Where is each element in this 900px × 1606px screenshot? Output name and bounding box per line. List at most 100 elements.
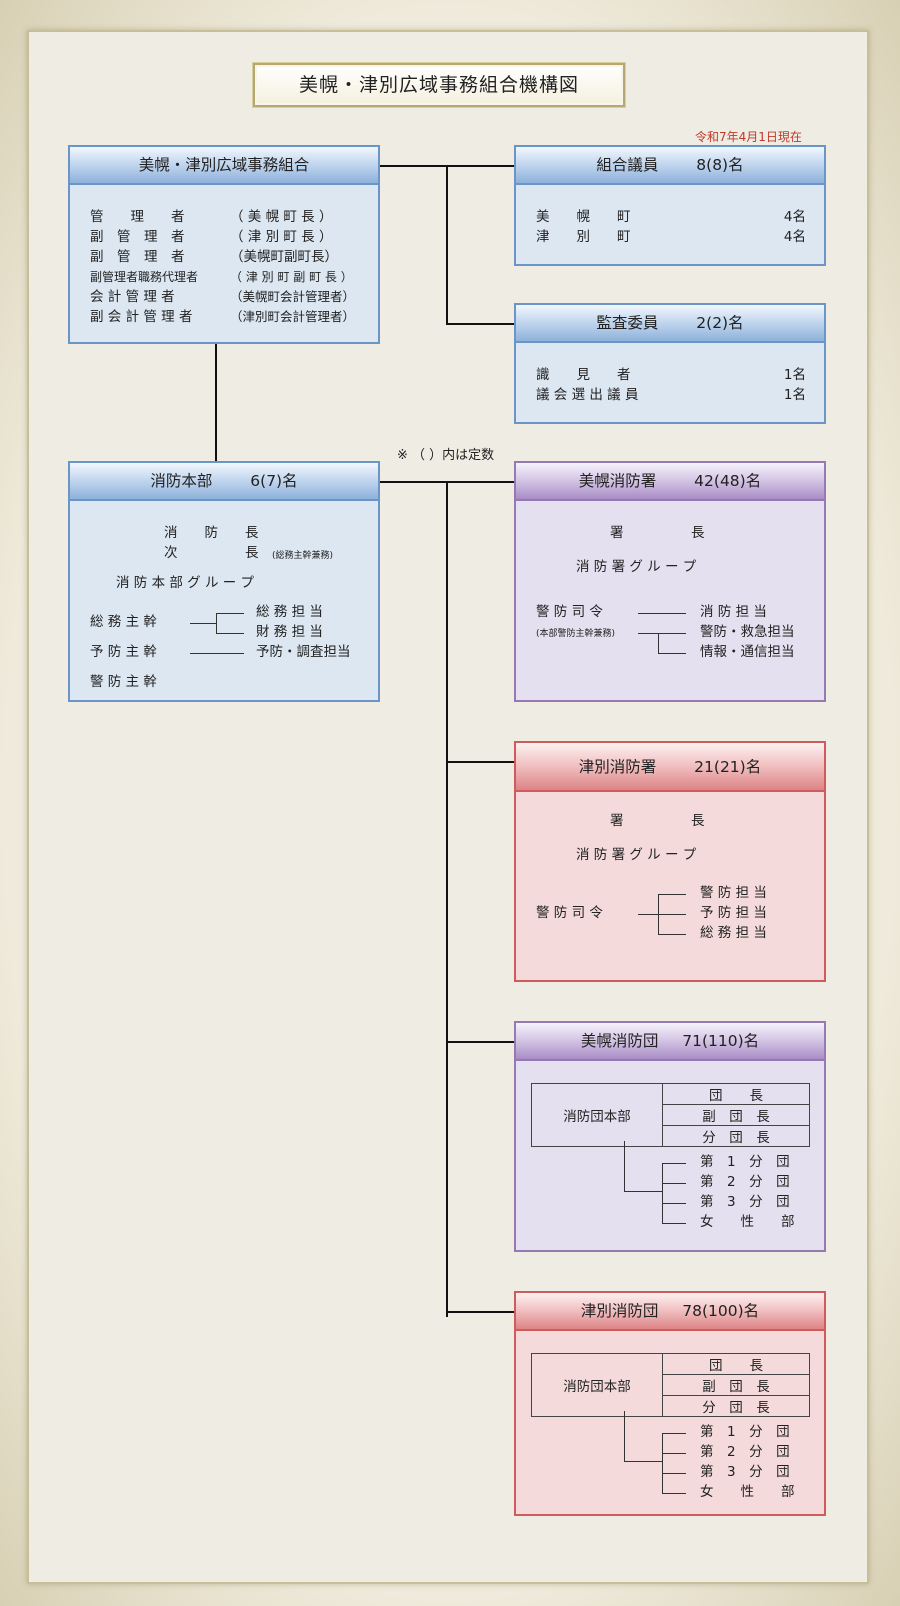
tsubetsu-brigade-hq-table: 消防団本部 団 長 副 団 長 分 団 長 xyxy=(531,1353,810,1417)
tsubetsu-brigade-header-name: 津別消防団 xyxy=(580,1302,659,1320)
bihoro-station-sub-1: 消 防 担 当 xyxy=(700,604,767,620)
bihoro-station-chief: 署 長 xyxy=(610,525,705,541)
bihoro-brigade-division-2: 第 2 分 団 xyxy=(700,1174,790,1190)
tsubetsu-brigade-box: 津別消防団 78(100)名 消防団本部 団 長 副 団 長 分 団 長 第 1… xyxy=(514,1291,826,1516)
connector-audit xyxy=(446,323,514,325)
union-role-1: 管 理 者 xyxy=(90,209,185,225)
union-header: 美幌・津別広域事務組合 xyxy=(70,147,378,185)
audit-header-name: 監査委員 xyxy=(596,314,659,332)
audit-row-2-name: 議 会 選 出 議 員 xyxy=(536,387,639,403)
union-who-5: （美幌町会計管理者） xyxy=(230,289,356,304)
council-box: 組合議員 8(8)名 美 幌 町 4名 津 別 町 4名 xyxy=(514,145,826,266)
audit-header: 監査委員 2(2)名 xyxy=(516,305,824,343)
tsubetsu-station-sub-3: 総 務 担 当 xyxy=(700,925,767,941)
fire-hq-header-name: 消防本部 xyxy=(150,472,213,490)
tsubetsu-station-group: 消 防 署 グ ル ー プ xyxy=(576,847,697,863)
bihoro-brigade-header-name: 美幌消防団 xyxy=(580,1032,659,1050)
fire-hq-soumu-sub-2: 財 務 担 当 xyxy=(256,624,323,640)
bihoro-station-header-count: 42(48)名 xyxy=(694,472,762,490)
union-role-6: 副 会 計 管 理 者 xyxy=(90,309,193,325)
audit-row-1-name: 識 見 者 xyxy=(536,367,631,383)
fire-hq-soumu: 総 務 主 幹 xyxy=(90,614,157,630)
bihoro-station-header-name: 美幌消防署 xyxy=(578,472,657,490)
council-row-1-count: 4名 xyxy=(783,209,806,225)
bihoro-brigade-header-count: 71(110)名 xyxy=(682,1032,760,1050)
bihoro-brigade-box: 美幌消防団 71(110)名 消防団本部 団 長 副 団 長 分 団 長 第 1… xyxy=(514,1021,826,1252)
union-role-4: 副管理者職務代理者 xyxy=(90,270,199,284)
bihoro-station-sub-3: 情報・通信担当 xyxy=(700,644,795,660)
bihoro-station-commander-note: (本部警防主幹兼務) xyxy=(536,629,616,639)
bihoro-brigade-hq-label: 消防団本部 xyxy=(531,1083,663,1147)
tsubetsu-station-header-count: 21(21)名 xyxy=(694,758,762,776)
connector-bihoro-brigade xyxy=(446,1041,514,1043)
tsubetsu-station-box: 津別消防署 21(21)名 署 長 消 防 署 グ ル ー プ 警 防 司 令 … xyxy=(514,741,826,982)
fire-hq-header-count: 6(7)名 xyxy=(250,472,298,490)
bihoro-brigade-hq-role-2: 副 団 長 xyxy=(662,1104,810,1126)
bihoro-station-header: 美幌消防署 42(48)名 xyxy=(516,463,824,501)
fire-hq-header: 消防本部 6(7)名 xyxy=(70,463,378,501)
union-role-2: 副 管 理 者 xyxy=(90,229,185,245)
fire-hq-deputy: 次 長 xyxy=(164,545,259,561)
audit-row-2-count: 1名 xyxy=(783,387,806,403)
bihoro-station-box: 美幌消防署 42(48)名 署 長 消 防 署 グ ル ー プ 警 防 司 令 … xyxy=(514,461,826,702)
bihoro-station-sub-2: 警防・救急担当 xyxy=(700,624,795,640)
page-title: 美幌・津別広域事務組合機構図 xyxy=(253,63,625,107)
bihoro-brigade-division-4: 女 性 部 xyxy=(700,1214,795,1230)
tsubetsu-station-sub-2: 予 防 担 当 xyxy=(700,905,767,921)
bihoro-brigade-division-3: 第 3 分 団 xyxy=(700,1194,790,1210)
bihoro-station-commander: 警 防 司 令 xyxy=(536,604,603,620)
council-row-2-name: 津 別 町 xyxy=(536,229,631,245)
council-row-2-count: 4名 xyxy=(783,229,806,245)
fire-hq-yobou: 予 防 主 幹 xyxy=(90,644,157,660)
fire-hq-yobou-sub: 予防・調査担当 xyxy=(256,644,351,660)
quota-note: ※ （ ）内は定数 xyxy=(397,448,495,463)
audit-header-count: 2(2)名 xyxy=(696,314,744,332)
bihoro-brigade-division-1: 第 1 分 団 xyxy=(700,1154,790,1170)
tsubetsu-brigade-hq-role-1: 団 長 xyxy=(662,1353,810,1375)
tsubetsu-brigade-division-2: 第 2 分 団 xyxy=(700,1444,790,1460)
connector-tsubetsu-brigade xyxy=(446,1311,514,1313)
union-box: 美幌・津別広域事務組合 管 理 者 （ 美 幌 町 長 ） 副 管 理 者 （ … xyxy=(68,145,380,344)
tsubetsu-station-header: 津別消防署 21(21)名 xyxy=(516,743,824,792)
tsubetsu-brigade-header-count: 78(100)名 xyxy=(682,1302,760,1320)
union-who-2: （ 津 別 町 長 ） xyxy=(230,229,333,245)
fire-hq-deputy-note: (総務主幹兼務) xyxy=(272,551,334,561)
audit-row-1-count: 1名 xyxy=(783,367,806,383)
tsubetsu-brigade-hq-role-3: 分 団 長 xyxy=(662,1395,810,1417)
bihoro-brigade-hq-table: 消防団本部 団 長 副 団 長 分 団 長 xyxy=(531,1083,810,1147)
connector-union-hq xyxy=(215,343,217,463)
union-who-1: （ 美 幌 町 長 ） xyxy=(230,209,333,225)
bihoro-station-group: 消 防 署 グ ル ー プ xyxy=(576,559,697,575)
fire-hq-soumu-sub-1: 総 務 担 当 xyxy=(256,604,323,620)
tsubetsu-station-commander: 警 防 司 令 xyxy=(536,905,603,921)
bihoro-brigade-hq-role-3: 分 団 長 xyxy=(662,1125,810,1147)
fire-hq-keibou: 警 防 主 幹 xyxy=(90,674,157,690)
bihoro-brigade-hq-role-1: 団 長 xyxy=(662,1083,810,1105)
tsubetsu-brigade-division-1: 第 1 分 団 xyxy=(700,1424,790,1440)
tsubetsu-brigade-hq-label: 消防団本部 xyxy=(531,1353,663,1417)
tsubetsu-station-chief: 署 長 xyxy=(610,813,705,829)
union-who-4: （ 津 別 町 副 町 長 ） xyxy=(230,270,353,284)
tsubetsu-brigade-hq-role-2: 副 団 長 xyxy=(662,1374,810,1396)
tsubetsu-brigade-division-3: 第 3 分 団 xyxy=(700,1464,790,1480)
tsubetsu-brigade-header: 津別消防団 78(100)名 xyxy=(516,1293,824,1331)
tsubetsu-station-header-name: 津別消防署 xyxy=(578,758,657,776)
as-of-date: 令和7年4月1日現在 xyxy=(695,130,802,144)
council-header: 組合議員 8(8)名 xyxy=(516,147,824,185)
connector-hq-vertical xyxy=(446,481,448,1317)
connector-union-vertical xyxy=(446,165,448,325)
tsubetsu-station-sub-1: 警 防 担 当 xyxy=(700,885,767,901)
union-who-6: （津別町会計管理者） xyxy=(230,309,356,324)
tsubetsu-brigade-division-4: 女 性 部 xyxy=(700,1484,795,1500)
audit-box: 監査委員 2(2)名 識 見 者 1名 議 会 選 出 議 員 1名 xyxy=(514,303,826,424)
bihoro-brigade-header: 美幌消防団 71(110)名 xyxy=(516,1023,824,1061)
council-header-name: 組合議員 xyxy=(596,156,659,174)
union-who-3: （美幌町副町長） xyxy=(230,249,338,265)
connector-tsubetsu-station xyxy=(446,761,514,763)
union-role-5: 会 計 管 理 者 xyxy=(90,289,175,305)
fire-hq-box: 消防本部 6(7)名 消 防 長 次 長 (総務主幹兼務) 消 防 本 部 グ … xyxy=(68,461,380,702)
council-header-count: 8(8)名 xyxy=(696,156,744,174)
fire-hq-group: 消 防 本 部 グ ル ー プ xyxy=(116,575,255,591)
fire-hq-chief: 消 防 長 xyxy=(164,525,259,541)
union-role-3: 副 管 理 者 xyxy=(90,249,185,265)
